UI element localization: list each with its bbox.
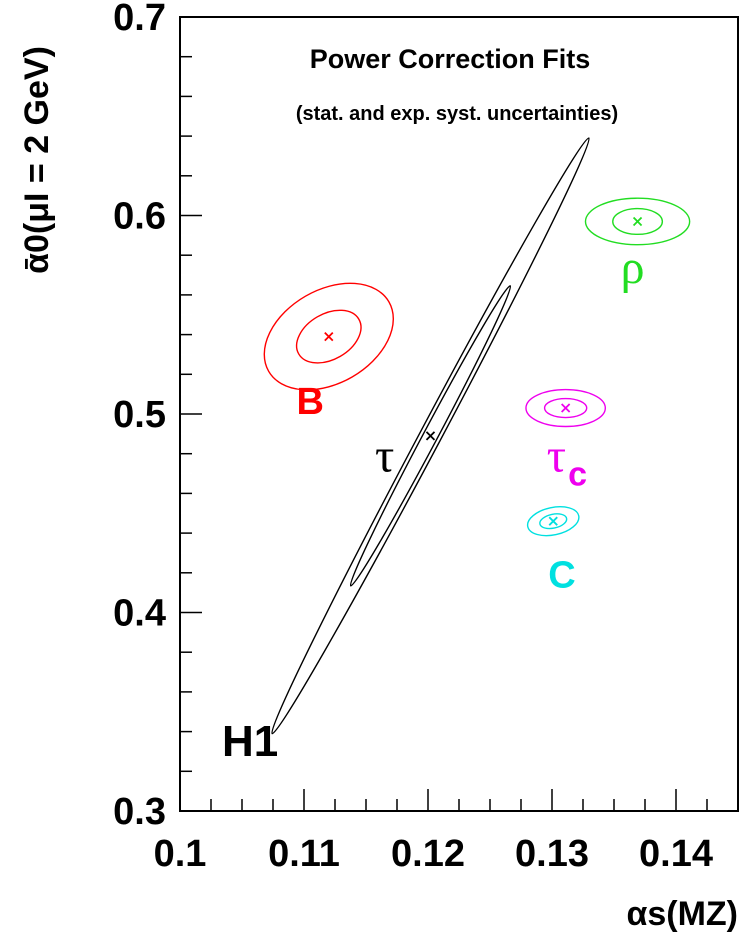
svg-text:αs(MZ): αs(MZ) [626,895,738,933]
x-axis-label: αs(MZ) [626,895,738,933]
tick-labels: 0.1 0.11 0.12 0.13 0.14 0.3 0.4 0.5 0.6 0.7 [113,0,713,875]
inner-contour [295,309,362,364]
series-τc: τc [525,388,607,494]
plot-frame [179,16,739,812]
series-label: C [548,555,575,597]
best-fit-marker [324,331,334,342]
x-tick-label: 0.13 [515,833,589,875]
y-tick-label: 0.4 [113,593,166,635]
x-tick-label: 0.1 [154,833,207,875]
axis-ticks [179,16,739,812]
outer-contour [525,388,607,428]
series-label: τc [547,430,587,494]
x-tick-label: 0.11 [268,833,340,875]
chart-title: Power Correction Fits [310,44,591,74]
experiment-label: H1 [222,717,278,766]
inner-contour [539,513,568,530]
x-tick-label: 0.12 [391,833,465,875]
y-tick-label: 0.5 [113,394,166,436]
outer-contour [271,137,590,735]
inner-contour [349,285,512,587]
inner-contour [543,397,588,419]
best-fit-marker [561,403,571,413]
series-label: τ [375,430,394,483]
chart-subtitle: (stat. and exp. syst. uncertainties) [296,103,618,125]
series-C: C [526,506,580,597]
series-label: B [296,381,323,423]
series-ρ: ρ [584,197,691,294]
outer-contour [263,282,395,391]
outer-contour [584,197,691,246]
svg-text:ᾱ0(μI = 2 GeV): ᾱ0(μI = 2 GeV) [18,46,56,274]
y-tick-label: 0.3 [113,791,166,833]
best-fit-marker [548,516,558,526]
contours: Bτ ρ τcC [263,137,691,735]
y-axis-label: ᾱ0(μI = 2 GeV) [18,46,56,274]
best-fit-marker [632,216,643,227]
series-τ: τ [271,137,590,735]
x-tick-label: 0.14 [639,833,713,875]
series-B: B [263,282,395,423]
outer-contour [526,506,580,537]
series-label: ρ [621,241,645,294]
best-fit-marker [425,431,436,441]
inner-contour [612,207,664,236]
y-tick-label: 0.6 [113,196,166,238]
y-tick-label: 0.7 [113,0,166,39]
